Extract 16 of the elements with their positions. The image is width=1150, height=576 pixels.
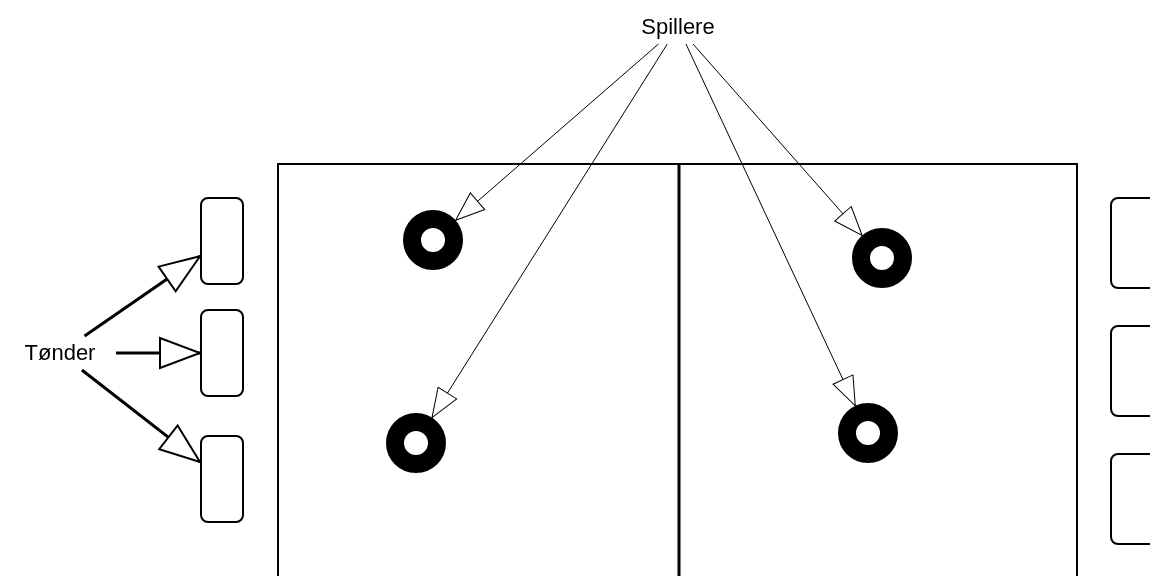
arrow — [431, 43, 668, 419]
text-label: Tønder — [4, 336, 116, 370]
arrow — [80, 368, 201, 464]
arrow — [455, 43, 659, 221]
player-marker — [852, 228, 912, 288]
barrel-box — [200, 197, 244, 285]
barrel-box — [200, 435, 244, 523]
arrow — [685, 43, 856, 407]
barrel-box — [200, 309, 244, 397]
player-marker — [838, 403, 898, 463]
text-label: Spillere — [620, 10, 736, 44]
arrow — [116, 337, 201, 369]
arrow — [692, 43, 863, 236]
player-marker — [403, 210, 463, 270]
arrow — [83, 254, 201, 338]
player-marker — [386, 413, 446, 473]
